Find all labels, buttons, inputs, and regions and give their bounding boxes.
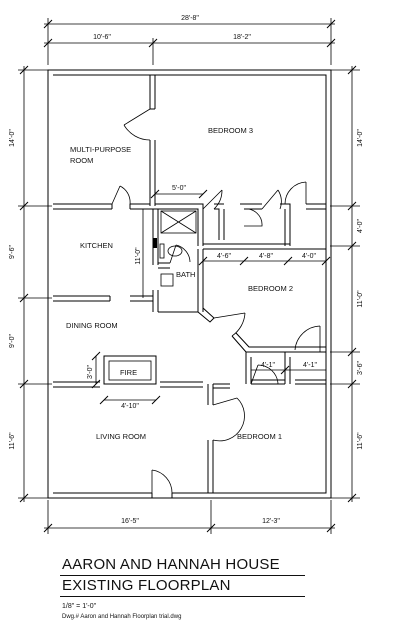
right-dimensions: 14'-0" 4'-0" 11'-0" 3'-6" 11'-6"	[330, 65, 364, 503]
dim-left-3: 9'-0"	[9, 334, 16, 348]
dim-right-4: 3'-6"	[357, 361, 364, 375]
dim-fire-width: 4'-10"	[121, 403, 139, 410]
dim-bottom-right: 12'-3"	[262, 518, 280, 525]
dim-left-2: 9'-6"	[9, 245, 16, 259]
label-bedroom1: BEDROOM 1	[237, 432, 282, 441]
dim-hall-width: 5'-0"	[172, 185, 186, 192]
title-underline-1	[60, 575, 305, 576]
dim-closet-c: 4'-0"	[302, 253, 316, 260]
dim-top-left: 10'-6"	[93, 34, 111, 41]
label-fire: FIRE	[120, 368, 137, 377]
dim-right-3: 11'-0"	[357, 290, 364, 308]
dim-closet-a: 4'-6"	[217, 253, 231, 260]
drawing-number: Dwg.# Aaron and Hannah Floorplan trial.d…	[62, 614, 182, 620]
label-multipurpose-2: ROOM	[70, 156, 93, 165]
fireplace: 3'-0" 4'-10"	[87, 351, 161, 410]
dim-kitchen-height: 11'-0"	[135, 247, 142, 265]
dim-top-overall: 28'-8"	[181, 15, 199, 22]
scale-note: 1/8" = 1'-0"	[62, 603, 97, 610]
interior-dimensions: 5'-0" 11'-0" 4'-6" 4'-8" 4'-0" 4'-1" 4'-…	[135, 185, 331, 375]
bath-fixtures	[153, 210, 197, 287]
dim-bottom-left: 16'-5"	[121, 518, 139, 525]
title-line-1: AARON AND HANNAH HOUSE	[62, 556, 280, 573]
dim-left-4: 11'-6"	[9, 432, 16, 450]
label-kitchen: KITCHEN	[80, 241, 113, 250]
interior-walls	[53, 75, 326, 493]
label-bedroom3: BEDROOM 3	[208, 126, 253, 135]
label-living: LIVING ROOM	[96, 432, 146, 441]
label-bedroom2: BEDROOM 2	[248, 284, 293, 293]
label-dining: DINING ROOM	[66, 321, 118, 330]
dim-closet-d: 4'-1"	[261, 362, 275, 369]
dim-closet-e: 4'-1"	[303, 362, 317, 369]
top-dimension-overall: 28'-8"	[43, 15, 336, 65]
dim-fire-depth: 3'-0"	[87, 365, 94, 379]
exterior-walls	[47, 69, 332, 499]
room-labels: MULTI-PURPOSE ROOM BEDROOM 3 KITCHEN BAT…	[66, 126, 293, 441]
top-dimension-split: 10'-6" 18'-2"	[43, 34, 336, 65]
dim-left-1: 14'-0"	[9, 129, 16, 147]
door-swings	[111, 108, 321, 494]
bottom-dimensions: 16'-5" 12'-3"	[43, 500, 336, 534]
left-dimensions: 14'-0" 9'-6" 9'-0" 11'-6"	[9, 65, 52, 503]
label-multipurpose-1: MULTI-PURPOSE	[70, 145, 131, 154]
dim-top-right: 18'-2"	[233, 34, 251, 41]
label-bath: BATH	[176, 270, 195, 279]
dim-right-5: 11'-6"	[357, 432, 364, 450]
title-line-2: EXISTING FLOORPLAN	[62, 577, 231, 594]
title-underline-2	[60, 596, 305, 597]
dim-right-1: 14'-0"	[357, 129, 364, 147]
dim-right-2: 4'-0"	[357, 219, 364, 233]
dim-closet-b: 4'-8"	[259, 253, 273, 260]
